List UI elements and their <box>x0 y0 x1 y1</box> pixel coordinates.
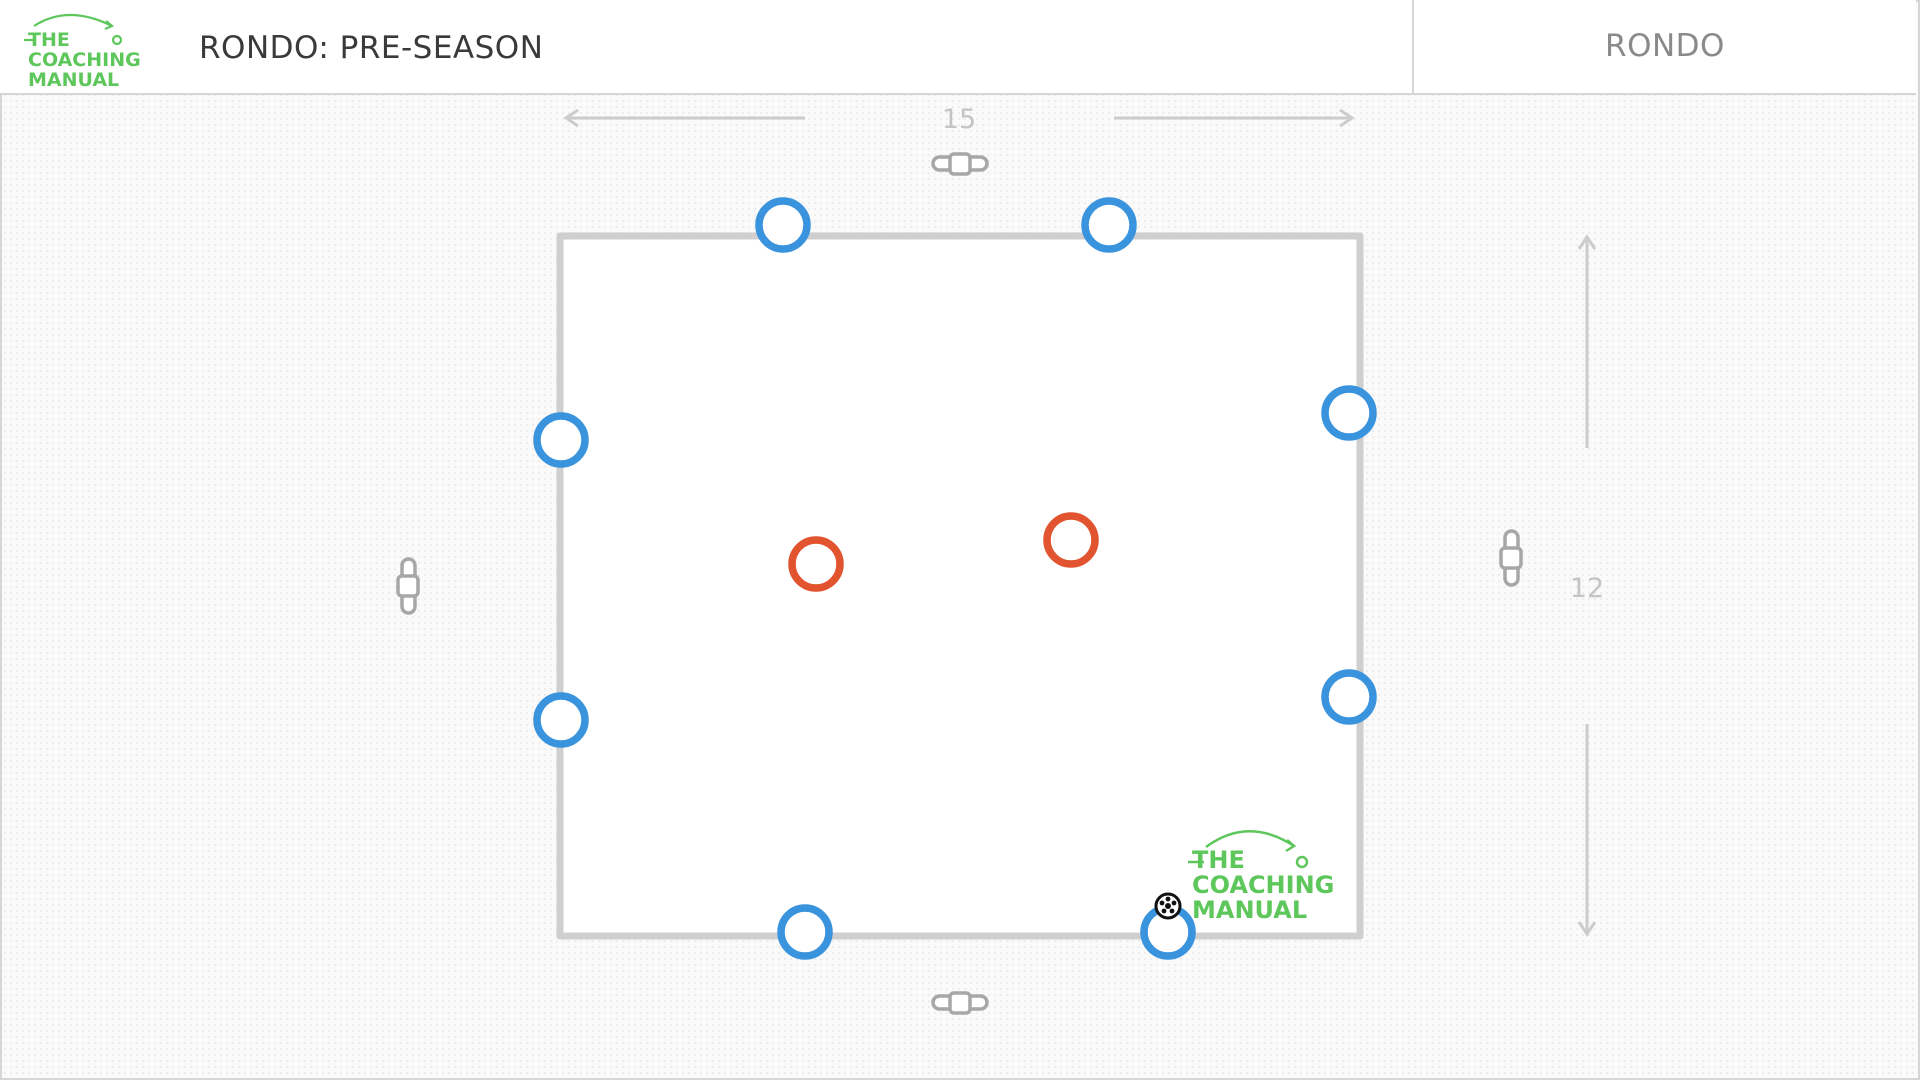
defender-player[interactable] <box>788 536 844 592</box>
attackers <box>533 197 1377 960</box>
resize-handle-bottom[interactable] <box>931 991 989 1015</box>
attacker-player[interactable] <box>777 904 833 960</box>
defender-player[interactable] <box>1043 512 1099 568</box>
attacker-player[interactable] <box>1321 669 1377 725</box>
header-divider <box>1412 0 1414 93</box>
logo-line-2: COACHING <box>28 49 141 71</box>
resize-handle-top[interactable] <box>931 152 989 176</box>
height-dimension-label: 12 <box>1570 573 1604 604</box>
watermark-line-2: COACHING <box>1192 871 1334 899</box>
width-dimension-label: 15 <box>942 104 976 135</box>
logo-line-1: THE <box>28 29 70 51</box>
defenders <box>788 512 1099 592</box>
attacker-player[interactable] <box>755 197 811 253</box>
drill-type-label[interactable]: RONDO <box>1605 28 1725 64</box>
attacker-player[interactable] <box>1081 197 1137 253</box>
attacker-player[interactable] <box>533 412 589 468</box>
watermark-line-3: MANUAL <box>1192 896 1307 924</box>
resize-handle-left[interactable] <box>396 557 420 615</box>
attacker-player[interactable] <box>533 692 589 748</box>
height-dimension <box>1577 234 1597 937</box>
watermark-line-1: THE <box>1192 846 1245 874</box>
coaching-manual-watermark: THE COACHING MANUAL <box>1188 830 1334 924</box>
the-coaching-manual-logo: THE COACHING MANUAL <box>24 13 141 90</box>
logo-line-3: MANUAL <box>28 69 119 90</box>
width-dimension <box>563 108 1355 128</box>
soccer-ball-icon[interactable] <box>1154 892 1182 920</box>
header-bar: THE COACHING MANUAL RONDO: PRE-SEASON RO… <box>0 0 1916 95</box>
attacker-player[interactable] <box>1321 385 1377 441</box>
drill-title: RONDO: PRE-SEASON <box>199 30 544 66</box>
resize-handle-right[interactable] <box>1499 529 1523 587</box>
pitch-area[interactable] <box>556 232 1364 940</box>
